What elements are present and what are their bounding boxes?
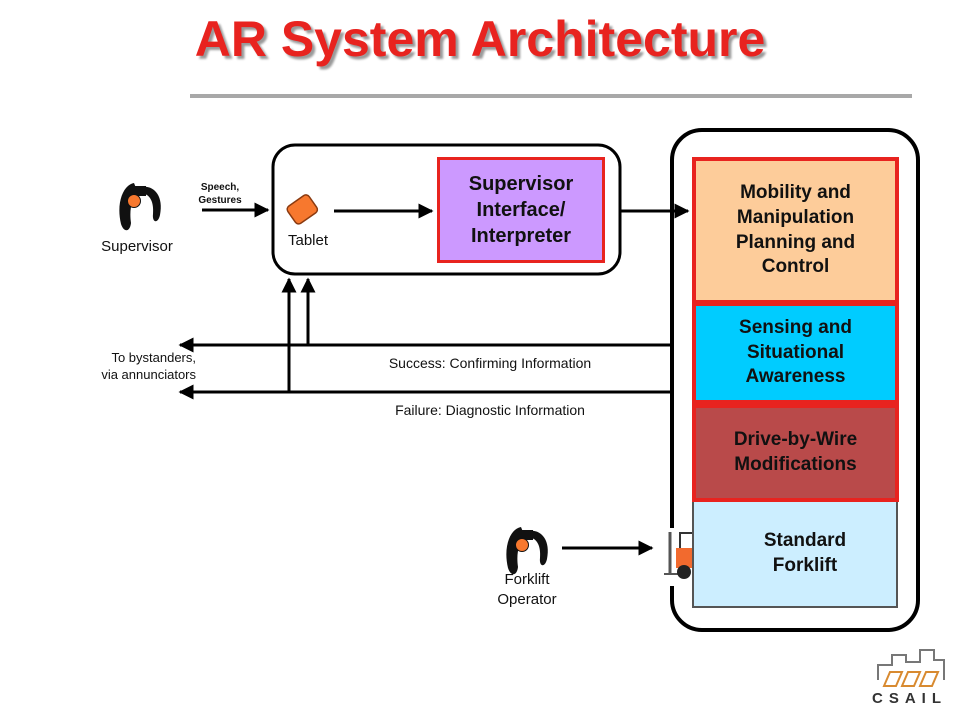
forklift-operator-label: Forklift Operator bbox=[497, 571, 557, 608]
sensing-box: Sensing and Situational Awareness bbox=[692, 302, 899, 404]
mobility-label: Mobility and Manipulation Planning and C… bbox=[735, 182, 856, 278]
page-title: AR System Architecture bbox=[194, 11, 766, 67]
forklift-system-container bbox=[670, 128, 920, 632]
supervisor-interface-box: Supervisor Interface/ Interpreter bbox=[437, 157, 605, 263]
standard-forklift-label: Standard Forklift bbox=[763, 530, 847, 576]
tablet-label: Tablet bbox=[287, 232, 329, 249]
drive-by-wire-box: Drive-by-Wire Modifications bbox=[692, 404, 899, 502]
sensing-label: Sensing and Situational Awareness bbox=[739, 316, 852, 388]
failure-label: Failure: Diagnostic Information bbox=[395, 402, 585, 418]
tablet-icon bbox=[286, 194, 319, 225]
title-divider bbox=[190, 94, 912, 98]
standard-forklift-box: Standard Forklift bbox=[692, 500, 898, 608]
speech-gestures-label: Speech, Gestures bbox=[198, 182, 242, 206]
csail-logo: CSAIL bbox=[872, 690, 947, 707]
supervisor-person-icon bbox=[119, 183, 161, 231]
supervisor-interface-label: Supervisor Interface/ Interpreter bbox=[468, 173, 574, 247]
drive-by-wire-label: Drive-by-Wire Modifications bbox=[733, 429, 858, 475]
bystanders-label: To bystanders, via annunciators bbox=[101, 350, 196, 382]
csail-logo-icon bbox=[877, 649, 945, 687]
operator-person-icon bbox=[506, 527, 548, 575]
success-label: Success: Confirming Information bbox=[388, 355, 592, 371]
mobility-box: Mobility and Manipulation Planning and C… bbox=[692, 157, 899, 304]
supervisor-label: Supervisor bbox=[101, 238, 173, 255]
